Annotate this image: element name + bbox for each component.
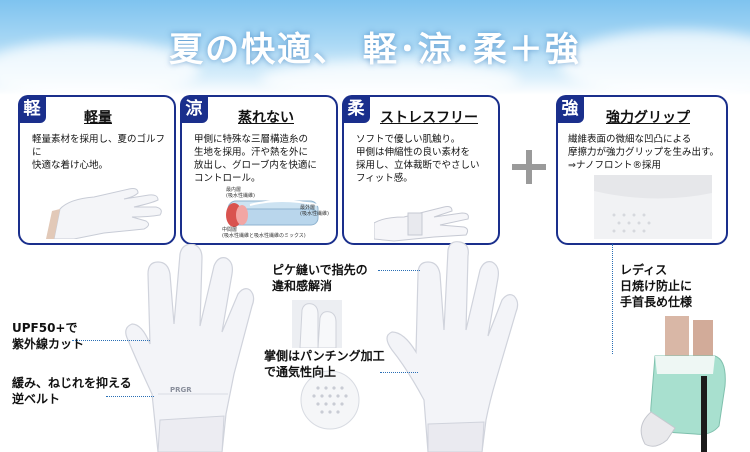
callout-leader-line	[380, 372, 418, 373]
callout-ladies: レディス 日焼け防止に 手首長め仕様	[620, 263, 693, 309]
cloud-decoration	[560, 30, 750, 95]
feature-panel-cool: 涼 蒸れない 甲側に特殊な三層構造糸の 生地を採用。汗や熱を外に 放出し、グロー…	[180, 95, 338, 245]
glove-ladies-image	[640, 316, 726, 452]
feature-panel-soft: 柔 ストレスフリー ソフトで優しい肌触り。 甲側は伸縮性の良い素材を 採用し、立…	[342, 95, 500, 245]
feature-title: ストレスフリー	[380, 110, 478, 126]
diagram-label-middle: 中間層(吸水性繊維と吸水性繊維のミックス)	[222, 227, 306, 239]
feature-title: 蒸れない	[238, 110, 294, 126]
glove-back-image: PRGR	[125, 244, 255, 452]
cloud-decoration	[0, 40, 200, 95]
three-layer-fabric-diagram	[226, 200, 319, 227]
glove-light-image	[46, 188, 162, 239]
feature-panel-light: 軽 軽量 軽量素材を採用し、夏のゴルフに 快適な着け心地。	[18, 95, 176, 245]
header-banner: 夏の快適、 軽･涼･柔＋強	[0, 0, 750, 95]
grip-fabric-image	[594, 175, 712, 239]
glove-soft-image	[374, 206, 469, 242]
callout-punching: 掌側はパンチング加工 で通気性向上	[264, 349, 385, 379]
feature-panel-grip: 強 強力グリップ 繊維表面の微細な凹凸による 摩擦力が強力グリップを生み出す。 …	[556, 95, 728, 245]
brand-logo: PRGR	[170, 386, 192, 394]
plus-icon	[512, 150, 546, 184]
callout-leader-line	[106, 396, 154, 397]
feature-title: 強力グリップ	[606, 110, 690, 126]
punching-detail-image	[300, 370, 360, 430]
glove-palm-image	[386, 241, 519, 452]
feature-body: 甲側に特殊な三層構造糸の 生地を採用。汗や熱を外に 放出し、グローブ内を快適に …	[194, 134, 317, 184]
pique-stitch-image	[292, 300, 342, 348]
callout-upf: UPF50+で 紫外線カット	[12, 321, 85, 351]
feature-body: 繊維表面の微細な凹凸による 摩擦力が強力グリップを生み出す。 ⇒ナノフロント®採…	[568, 134, 720, 171]
feature-badge: 柔	[342, 95, 370, 123]
feature-badge: 涼	[180, 95, 208, 123]
feature-badge: 強	[556, 95, 584, 123]
callout-leader-line	[72, 340, 150, 341]
callout-leader-line	[378, 270, 420, 271]
feature-body: 軽量素材を採用し、夏のゴルフに 快適な着け心地。	[32, 134, 166, 171]
diagram-label-outer: 最外層(吸水性繊維)	[300, 205, 329, 217]
headline: 夏の快適、 軽･涼･柔＋強	[169, 30, 581, 70]
feature-title: 軽量	[84, 110, 112, 126]
feature-badge: 軽	[18, 95, 46, 123]
callout-reverse-belt: 緩み、ねじれを抑える 逆ベルト	[12, 376, 132, 406]
feature-body: ソフトで優しい肌触り。 甲側は伸縮性の良い素材を 採用し、立体裁断でやさしい フ…	[356, 134, 480, 184]
cloud-decoration	[260, 60, 520, 95]
callout-leader-line	[612, 244, 613, 354]
callout-pique: ピケ縫いで指先の 違和感解消	[272, 263, 368, 293]
diagram-label-inner: 最内層(吸水性繊維)	[226, 187, 255, 199]
